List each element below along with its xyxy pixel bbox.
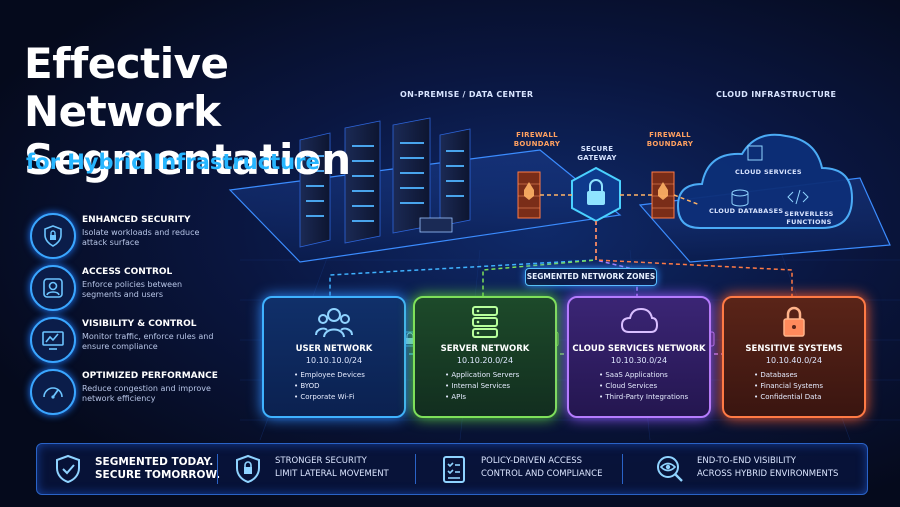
monitor-chart-icon	[30, 317, 76, 363]
serverless-label: SERVERLESS FUNCTIONS	[784, 210, 834, 226]
shield-lock-icon	[236, 454, 260, 484]
benefit-title: OPTIMIZED PERFORMANCE	[82, 371, 218, 381]
gateway-label: SECURE GATEWAY	[577, 145, 617, 162]
cloud-label: CLOUD INFRASTRUCTURE	[716, 90, 837, 99]
summary-line: STRONGER SECURITY	[275, 456, 367, 466]
summary-line: SECURE TOMORROW.	[95, 469, 221, 481]
bottom-summary-bar: SEGMENTED TODAY. SECURE TOMORROW. STRONG…	[36, 443, 868, 495]
list-item: Cloud Services	[599, 381, 688, 392]
zone-cloud-services-network: CLOUD SERVICES NETWORK 10.10.30.0/24 Saa…	[567, 296, 711, 418]
summary-line: END-TO-END VISIBILITY	[697, 456, 796, 466]
firewall-label: FIREWALL BOUNDARY	[513, 131, 561, 148]
benefit-title: VISIBILITY & CONTROL	[82, 319, 197, 329]
summary-line: CONTROL AND COMPLIANCE	[481, 469, 603, 479]
zone-user-network: USER NETWORK 10.10.10.0/24 Employee Devi…	[262, 296, 406, 418]
zone-items: SaaS Applications Cloud Services Third-P…	[599, 370, 688, 403]
eye-icon	[657, 456, 683, 482]
zone-sensitive-systems: SENSITIVE SYSTEMS 10.10.40.0/24 Database…	[722, 296, 866, 418]
summary-line: SEGMENTED TODAY.	[95, 456, 214, 468]
divider	[217, 454, 218, 484]
firewall-icon	[651, 171, 675, 219]
list-item: Employee Devices	[294, 370, 364, 381]
lock-shield-icon	[30, 213, 76, 259]
zone-items: Databases Financial Systems Confidential…	[754, 370, 823, 403]
page-subtitle: for Hybrid Infrastructure	[26, 150, 320, 174]
list-item: Internal Services	[445, 381, 519, 392]
benefit-description: Reduce congestion and improve network ef…	[82, 384, 211, 403]
benefit-item: ENHANCED SECURITY Isolate workloads and …	[30, 213, 220, 259]
checklist-icon	[443, 456, 465, 483]
list-item: Application Servers	[445, 370, 519, 381]
list-item: Confidential Data	[754, 392, 823, 403]
list-item: BYOD	[294, 381, 365, 392]
list-item: Financial Systems	[754, 381, 823, 392]
cloud-services-label: CLOUD SERVICES	[735, 168, 802, 176]
users-icon	[315, 308, 353, 338]
summary-item: END-TO-END VISIBILITY ACROSS HYBRID ENVI…	[655, 444, 855, 494]
page-title: Effective Network Segmentation	[24, 39, 351, 184]
list-item: APIs	[445, 392, 519, 403]
shield-check-icon	[56, 454, 80, 484]
onprem-label: ON-PREMISE / DATA CENTER	[400, 90, 534, 99]
summary-item: POLICY-DRIVEN ACCESS CONTROL AND COMPLIA…	[439, 444, 639, 494]
zone-subnet: 10.10.10.0/24	[305, 356, 363, 365]
zone-title: CLOUD SERVICES NETWORK	[572, 344, 706, 354]
cloud-icon	[676, 133, 854, 229]
benefit-item: VISIBILITY & CONTROL Monitor traffic, en…	[30, 317, 220, 363]
server-rack-icon	[299, 117, 471, 248]
benefit-title: ACCESS CONTROL	[82, 267, 173, 277]
divider	[415, 454, 416, 484]
user-icon	[30, 265, 76, 311]
summary-item: SEGMENTED TODAY. SECURE TOMORROW.	[53, 444, 243, 494]
benefit-description: Isolate workloads and reduce attack surf…	[82, 228, 200, 247]
benefit-description: Enforce policies between segments and us…	[82, 280, 183, 299]
padlock-icon	[783, 306, 805, 337]
summary-line: LIMIT LATERAL MOVEMENT	[275, 469, 389, 479]
zone-server-network: SERVER NETWORK 10.10.20.0/24 Application…	[413, 296, 557, 418]
zone-items: Application Servers Internal Services AP…	[445, 370, 519, 403]
summary-line: POLICY-DRIVEN ACCESS	[481, 456, 582, 466]
zone-title: USER NETWORK	[295, 344, 373, 354]
benefit-title: ENHANCED SECURITY	[82, 215, 191, 225]
zone-title: SENSITIVE SYSTEMS	[745, 344, 843, 354]
benefit-item: ACCESS CONTROL Enforce policies between …	[30, 265, 220, 311]
firewall-icon	[517, 171, 541, 219]
benefit-item: OPTIMIZED PERFORMANCE Reduce congestion …	[30, 369, 220, 415]
divider	[622, 454, 623, 484]
switch-icon	[419, 217, 453, 233]
cloud-icon	[620, 307, 658, 333]
zone-subnet: 10.10.40.0/24	[765, 356, 823, 365]
list-item: Corporate Wi-Fi	[294, 392, 365, 403]
list-item: SaaS Applications	[599, 370, 688, 381]
segmented-zones-label: SEGMENTED NETWORK ZONES	[525, 268, 657, 286]
list-item: Third-Party Integrations	[599, 392, 688, 403]
server-icon	[472, 306, 498, 338]
list-item: Databases	[754, 370, 823, 381]
zone-subnet: 10.10.20.0/24	[456, 356, 514, 365]
cloud-databases-label: CLOUD DATABASES	[709, 207, 784, 215]
summary-line: ACROSS HYBRID ENVIRONMENTS	[697, 469, 839, 479]
firewall-label: FIREWALL BOUNDARY	[646, 131, 694, 148]
summary-item: STRONGER SECURITY LIMIT LATERAL MOVEMENT	[233, 444, 433, 494]
zone-subnet: 10.10.30.0/24	[610, 356, 668, 365]
zone-title: SERVER NETWORK	[440, 344, 530, 354]
benefit-description: Monitor traffic, enforce rules and ensur…	[82, 332, 214, 351]
zone-items: Employee Devices BYOD Corporate Wi-Fi	[294, 370, 365, 403]
speedometer-icon	[30, 369, 76, 415]
